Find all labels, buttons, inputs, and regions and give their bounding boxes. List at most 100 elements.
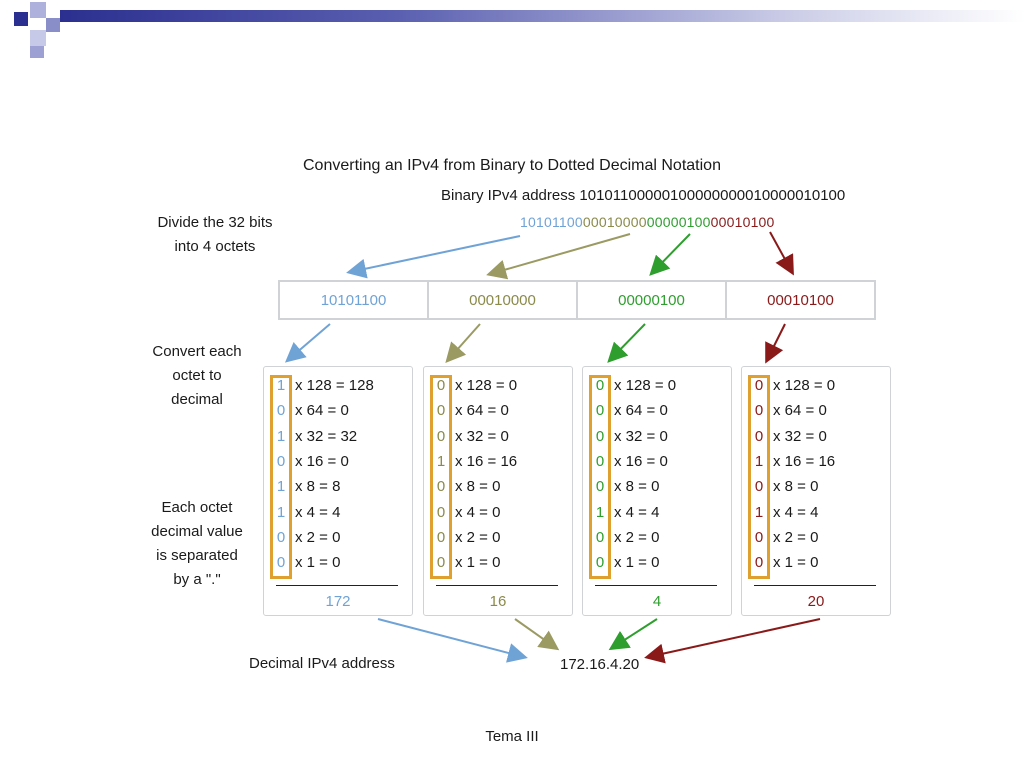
bit-weight-equation: x 2 = 0 <box>455 528 501 546</box>
bits-octet-1: 10101100 <box>520 214 583 230</box>
bit-weight-equation: x 1 = 0 <box>455 554 501 572</box>
bit-weight-equation: x 128 = 0 <box>614 377 677 394</box>
octet-cell: 00010000 <box>429 282 578 318</box>
octet-cell: 00010100 <box>767 291 834 309</box>
bit-weight-equation: x 16 = 16 <box>455 452 518 470</box>
banner-bar <box>60 10 1024 22</box>
bit-weight-equation: x 64 = 0 <box>773 402 827 420</box>
bits-octet-2: 00010000 <box>582 214 647 230</box>
bit-value: 0 <box>276 402 286 420</box>
bit-weight-equation: x 64 = 0 <box>455 402 509 420</box>
bit-value: 0 <box>436 478 446 496</box>
convert-label: Convert each octet to decimal <box>152 343 242 408</box>
bit-value: 1 <box>754 452 764 470</box>
bit-value: 0 <box>276 452 286 470</box>
conversion-row: 0 x 4 = 0 <box>433 503 501 529</box>
bit-weight-equation: x 16 = 16 <box>773 452 836 470</box>
bit-weight-equation: x 8 = 0 <box>614 478 660 496</box>
bit-weight-equation: x 2 = 0 <box>773 528 819 546</box>
conversion-row: 0 x 1 = 0 <box>433 554 501 579</box>
bit-column-bracket <box>589 375 611 579</box>
banner-square-dark <box>14 12 28 26</box>
bit-weight-equation: x 8 = 0 <box>455 478 501 496</box>
conversion-row: 0 x 64 = 0 <box>751 402 827 427</box>
bits-octet-4: 00010100 <box>710 214 775 230</box>
bit-value: 0 <box>436 427 446 445</box>
divide-label: Divide the 32 bits into 4 octets <box>157 214 273 255</box>
bit-value: 0 <box>595 452 605 470</box>
bit-value: 0 <box>754 402 764 420</box>
bit-value: 1 <box>276 377 286 394</box>
bit-weight-equation: x 16 = 0 <box>295 452 349 470</box>
bit-value: 0 <box>754 427 764 445</box>
octet-decimal-value: 4 <box>652 593 662 610</box>
banner-square-light <box>30 2 46 18</box>
conversion-row: 0 x 8 = 0 <box>433 478 501 503</box>
bit-value: 0 <box>436 377 446 394</box>
octet-cell: 10101100 <box>280 282 429 318</box>
banner-square-light <box>30 30 46 46</box>
bits-octet-3: 00000100 <box>646 214 711 230</box>
bit-weight-equation: x 64 = 0 <box>295 402 349 420</box>
bit-value: 1 <box>436 452 446 470</box>
bit-value: 0 <box>754 554 764 572</box>
banner-square-light <box>30 46 44 58</box>
binary-address-label: Binary IPv4 address <box>441 187 576 204</box>
bit-weight-equation: x 4 = 0 <box>455 503 501 521</box>
octet-decimal-value: 16 <box>489 593 507 610</box>
bit-value: 1 <box>276 478 286 496</box>
bit-value: 0 <box>595 528 605 546</box>
bit-weight-equation: x 4 = 4 <box>295 503 341 521</box>
arrow-4-result <box>644 618 821 664</box>
arrow-4-panel <box>765 323 786 364</box>
arrow-1-down <box>346 235 521 279</box>
sum-rule <box>436 585 558 586</box>
bit-value: 0 <box>436 503 446 521</box>
decimal-address-value: 172.16.4.20 <box>560 656 640 673</box>
bit-weight-equation: x 1 = 0 <box>295 554 341 572</box>
arrow-3-result <box>608 618 658 651</box>
bit-weight-equation: x 32 = 0 <box>455 427 509 445</box>
conversion-row: 0 x 2 = 0 <box>592 528 660 554</box>
bit-value: 1 <box>276 427 286 445</box>
bit-weight-equation: x 8 = 0 <box>773 478 819 496</box>
bit-value: 0 <box>595 478 605 496</box>
bit-weight-equation: x 8 = 8 <box>295 478 341 496</box>
bit-value: 0 <box>595 402 605 420</box>
octet-box: 10101100 00010000 00000100 00010100 <box>278 280 876 320</box>
diagram-title: Converting an IPv4 from Binary to Dotted… <box>303 157 721 174</box>
arrow-1-panel <box>284 323 331 363</box>
bit-column-bracket <box>430 375 452 579</box>
arrow-4-down <box>769 231 794 276</box>
bit-value: 0 <box>754 377 764 394</box>
sum-rule <box>276 585 398 586</box>
arrow-3-down <box>649 233 691 276</box>
bit-value: 1 <box>595 503 605 521</box>
octet-decimal-value: 172 <box>325 593 351 610</box>
decimal-address-label: Decimal IPv4 address <box>249 655 395 672</box>
bit-value: 0 <box>436 554 446 572</box>
arrow-3-panel <box>607 323 646 363</box>
conversion-row: 0 x 64 = 0 <box>273 402 349 427</box>
bit-weight-equation: x 1 = 0 <box>614 554 660 572</box>
bit-weight-equation: x 2 = 0 <box>614 528 660 546</box>
bit-weight-equation: x 32 = 0 <box>614 427 668 445</box>
bit-weight-equation: x 2 = 0 <box>295 528 341 546</box>
bit-value: 1 <box>754 503 764 521</box>
